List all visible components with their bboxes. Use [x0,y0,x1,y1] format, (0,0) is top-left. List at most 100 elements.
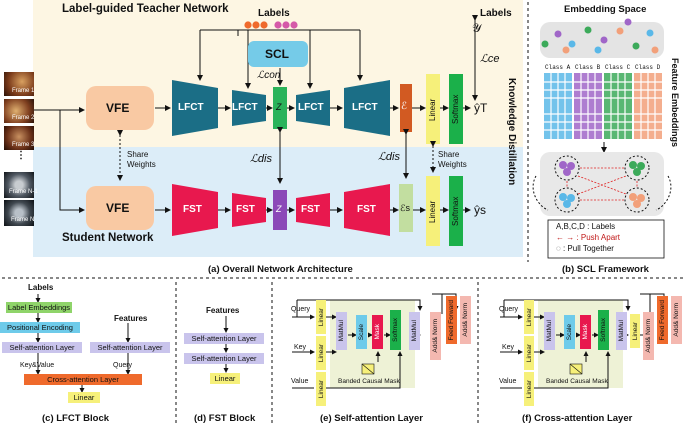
fst-3-label: FST [301,204,320,215]
y-student-label: ŷs [474,203,486,217]
loss-dis-left: ℒdis [250,153,272,165]
sa-linear-q: Linear [316,300,326,334]
sa-feed-forward: Feed Forward [446,296,457,344]
class-b-label: Class B [575,64,601,71]
ca-feed-forward: Feed Forward [657,296,668,344]
sa-matmul-2: MatMul [409,312,420,350]
vfe-student [86,186,154,230]
y-teacher-label: ŷT [474,101,488,115]
lfct-3-label: LFCT [298,102,324,113]
softmax-teacher [449,74,463,144]
lfct-2 [232,90,266,126]
ca-mask: Mask [580,315,591,349]
y-label: 𝒴 [472,21,482,35]
scl-label: SCL [265,47,289,61]
sa-key: Key [294,344,307,351]
cross-attn-svg [500,293,667,389]
class-a-label: Class A [545,64,571,71]
ca-query: Query [499,306,519,313]
feature-embeddings-label: Feature Embeddings [670,58,680,148]
fst-2 [232,193,266,227]
fst-self-attn-box-2: Self-attention Layer [184,353,264,364]
sa-scale: Scale [356,315,367,349]
softmax-teacher-label: Softmax [451,94,460,124]
eps-teacher [400,84,412,132]
sa-linear-k: Linear [316,336,326,370]
lfct-features: Features [114,314,148,323]
ca-linear-v: Linear [524,372,534,406]
lfct-block-svg [35,294,131,393]
lfct-3 [296,90,330,126]
frame-ellipsis: ⋮ [16,150,26,161]
knowledge-distillation-label: Knowledge Distillation [506,78,517,186]
ca-scale: Scale [564,315,575,349]
lfct-labels: Labels [28,283,54,292]
fst-features: Features [206,306,240,315]
legend-labels: A,B,C,D : Labels [556,222,616,231]
label-embeddings-box: Label Embeddings [6,302,72,313]
fst-2-label: FST [236,204,255,215]
frame-label: Frame 3 [12,142,35,148]
labels-top: Labels [258,8,290,19]
ca-linear-q: Linear [524,300,534,334]
eps-teacher-label: ℰ [401,101,408,112]
eps-student-label: ℰs [400,203,410,213]
frame-thumbnail-1 [4,72,34,96]
ca-add-norm-1: Add& Norm [643,312,654,360]
self-attn-box-1: Self-attention Layer [2,342,82,353]
caption-e: (e) Self-attention Layer [320,413,423,424]
ca-linear-k: Linear [524,336,534,370]
linear-student-label: Linear [428,200,437,224]
fst-3 [296,193,330,227]
lfct-linear-box: Linear [68,392,100,403]
frame-label: Frame 1 [12,88,35,94]
lfct-kv: Key&Value [20,362,55,369]
ca-key: Key [502,344,515,351]
embedding-space-title: Embedding Space [564,4,647,15]
share-weights-left: Share Weights [127,150,156,169]
ca-matmul-1: MatMul [544,312,555,350]
fst-1 [172,184,218,236]
class-c-label: Class C [605,64,631,71]
labels-right: Labels [480,8,512,19]
fst-1-label: FST [183,204,202,215]
cross-attn-box: Cross-attention Layer [24,374,142,385]
positional-encoding-box: Positional Encoding [0,322,80,333]
sa-matmul-1: MatMul [336,312,347,350]
fst-self-attn-box-1: Self-attention Layer [184,333,264,344]
z-student [273,190,287,230]
vfe-student-label: VFE [106,201,130,215]
linear-teacher-label: Linear [428,98,437,122]
caption-f: (f) Cross-attention Layer [522,413,633,424]
ca-banded: Banded Causal Mask [546,378,608,385]
fst-block-svg [223,316,229,373]
caption-d: (d) FST Block [194,413,256,424]
z-teacher [273,87,287,129]
share-weights-right: Share Weights [438,150,467,169]
lfct-1-label: LFCT [178,102,204,113]
legend-push: ← → : Push Apart [556,233,621,242]
frame-thumbnail-n-1 [4,172,34,198]
frame-label: Frame N-1 [9,189,38,195]
scl-box [248,41,308,67]
class-d-label: Class D [635,64,661,71]
ca-softmax: Softmax [598,310,609,350]
loss-con: ℒcon [257,70,281,81]
sa-query: Query [291,306,311,313]
fst-4 [344,184,390,236]
loss-ce: ℒce [480,53,500,65]
loss-dis-right: ℒdis [378,151,400,163]
sa-mask: Mask [372,315,383,349]
linear-student [426,176,440,246]
vfe-teacher [86,86,154,130]
softmax-student [449,176,463,246]
lfct-4-label: LFCT [352,102,378,113]
ca-linear-mid: Linear [630,314,640,348]
eps-student [399,184,413,232]
teacher-title: Label-guided Teacher Network [62,3,229,15]
fst-linear-box: Linear [210,373,240,384]
caption-a: (a) Overall Network Architecture [208,264,353,275]
ca-value: Value [499,378,517,385]
sa-banded: Banded Causal Mask [338,378,400,385]
